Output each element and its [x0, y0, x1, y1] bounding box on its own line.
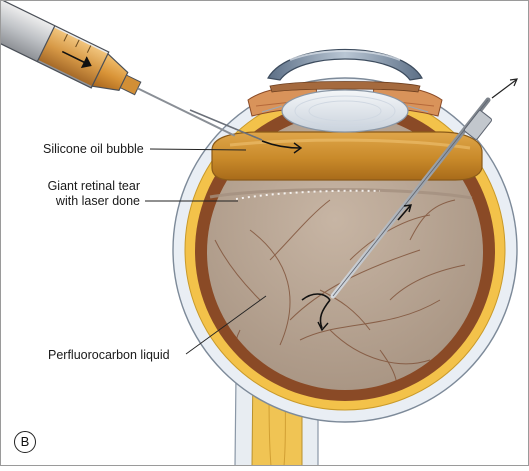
- iris: [269, 81, 421, 93]
- syringe-icon: [0, 0, 236, 137]
- retinal-vessels: [214, 199, 466, 390]
- flow-arrow-icon: [261, 140, 303, 154]
- label-pfcl: Perfluorocarbon liquid: [48, 348, 170, 362]
- panel-letter-badge: B: [14, 431, 36, 453]
- leader-pfcl: [185, 295, 267, 355]
- aspiration-arrow-icon: [301, 293, 331, 332]
- label-retinal-tear-line1: Giant retinal tear: [47, 179, 140, 193]
- label-retinal-tear-line2: with laser done: [55, 194, 140, 208]
- cannula-icon: [330, 78, 518, 299]
- label-silicone-oil: Silicone oil bubble: [43, 142, 144, 156]
- lens: [261, 89, 429, 133]
- cornea: [267, 49, 423, 81]
- syringe-needle: [189, 109, 263, 141]
- leader-silicone-oil: [149, 148, 247, 151]
- retina-edge: [209, 188, 473, 200]
- laser-spots: [235, 189, 381, 200]
